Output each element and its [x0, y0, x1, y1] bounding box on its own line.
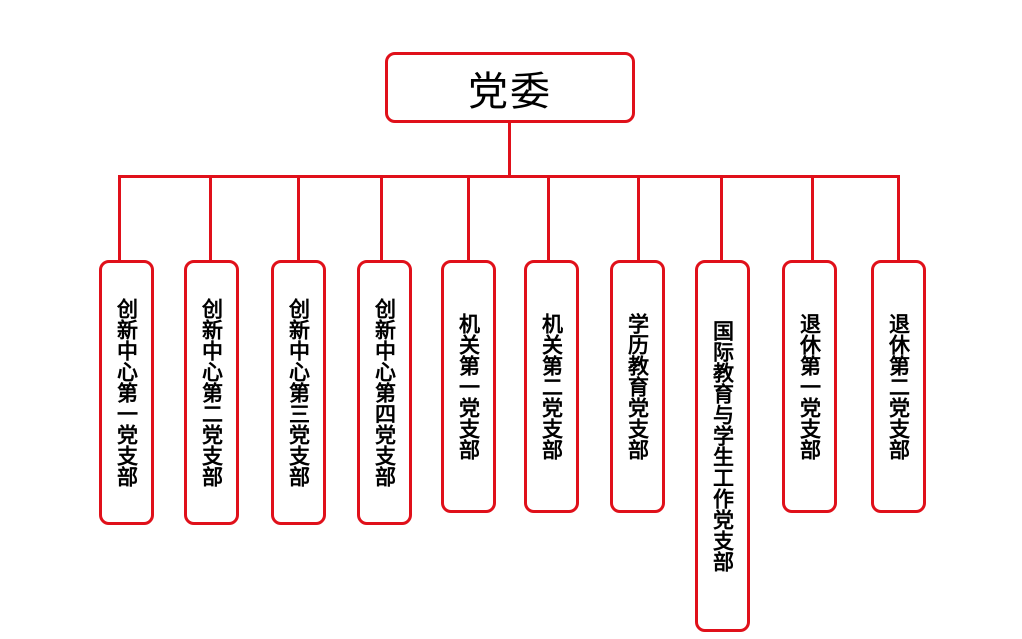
branch-node: 创新中心第四党支部 — [357, 260, 412, 525]
branch-connector — [297, 175, 300, 262]
horizontal-bus — [118, 175, 900, 178]
branch-node: 退休第一党支部 — [782, 260, 837, 513]
branch-connector — [380, 175, 383, 262]
branch-node: 创新中心第二党支部 — [184, 260, 239, 525]
branch-label: 创新中心第一党支部 — [114, 298, 139, 487]
branch-connector — [118, 175, 121, 262]
branch-node: 退休第二党支部 — [871, 260, 926, 513]
branch-node: 国际教育与学生工作党支部 — [695, 260, 750, 632]
branch-label: 退休第二党支部 — [886, 313, 911, 460]
branch-label: 创新中心第二党支部 — [199, 298, 224, 487]
branch-label: 机关第二党支部 — [539, 313, 564, 460]
branch-node: 学历教育党支部 — [610, 260, 665, 513]
branch-connector — [467, 175, 470, 262]
branch-label: 学历教育党支部 — [625, 313, 650, 460]
branch-node: 创新中心第一党支部 — [99, 260, 154, 525]
branch-node: 创新中心第三党支部 — [271, 260, 326, 525]
root-node: 党委 — [385, 52, 635, 123]
root-label: 党委 — [468, 68, 552, 115]
branch-node: 机关第二党支部 — [524, 260, 579, 513]
root-connector — [508, 122, 511, 178]
branch-label: 创新中心第三党支部 — [286, 298, 311, 487]
branch-node: 机关第一党支部 — [441, 260, 496, 513]
branch-label: 退休第一党支部 — [797, 313, 822, 460]
branch-label: 机关第一党支部 — [456, 313, 481, 460]
branch-label: 创新中心第四党支部 — [372, 298, 397, 487]
branch-label: 国际教育与学生工作党支部 — [710, 320, 735, 572]
branch-connector — [720, 175, 723, 262]
branch-connector — [209, 175, 212, 262]
branch-connector — [897, 175, 900, 262]
branch-connector — [637, 175, 640, 262]
branch-connector — [547, 175, 550, 262]
branch-connector — [811, 175, 814, 262]
